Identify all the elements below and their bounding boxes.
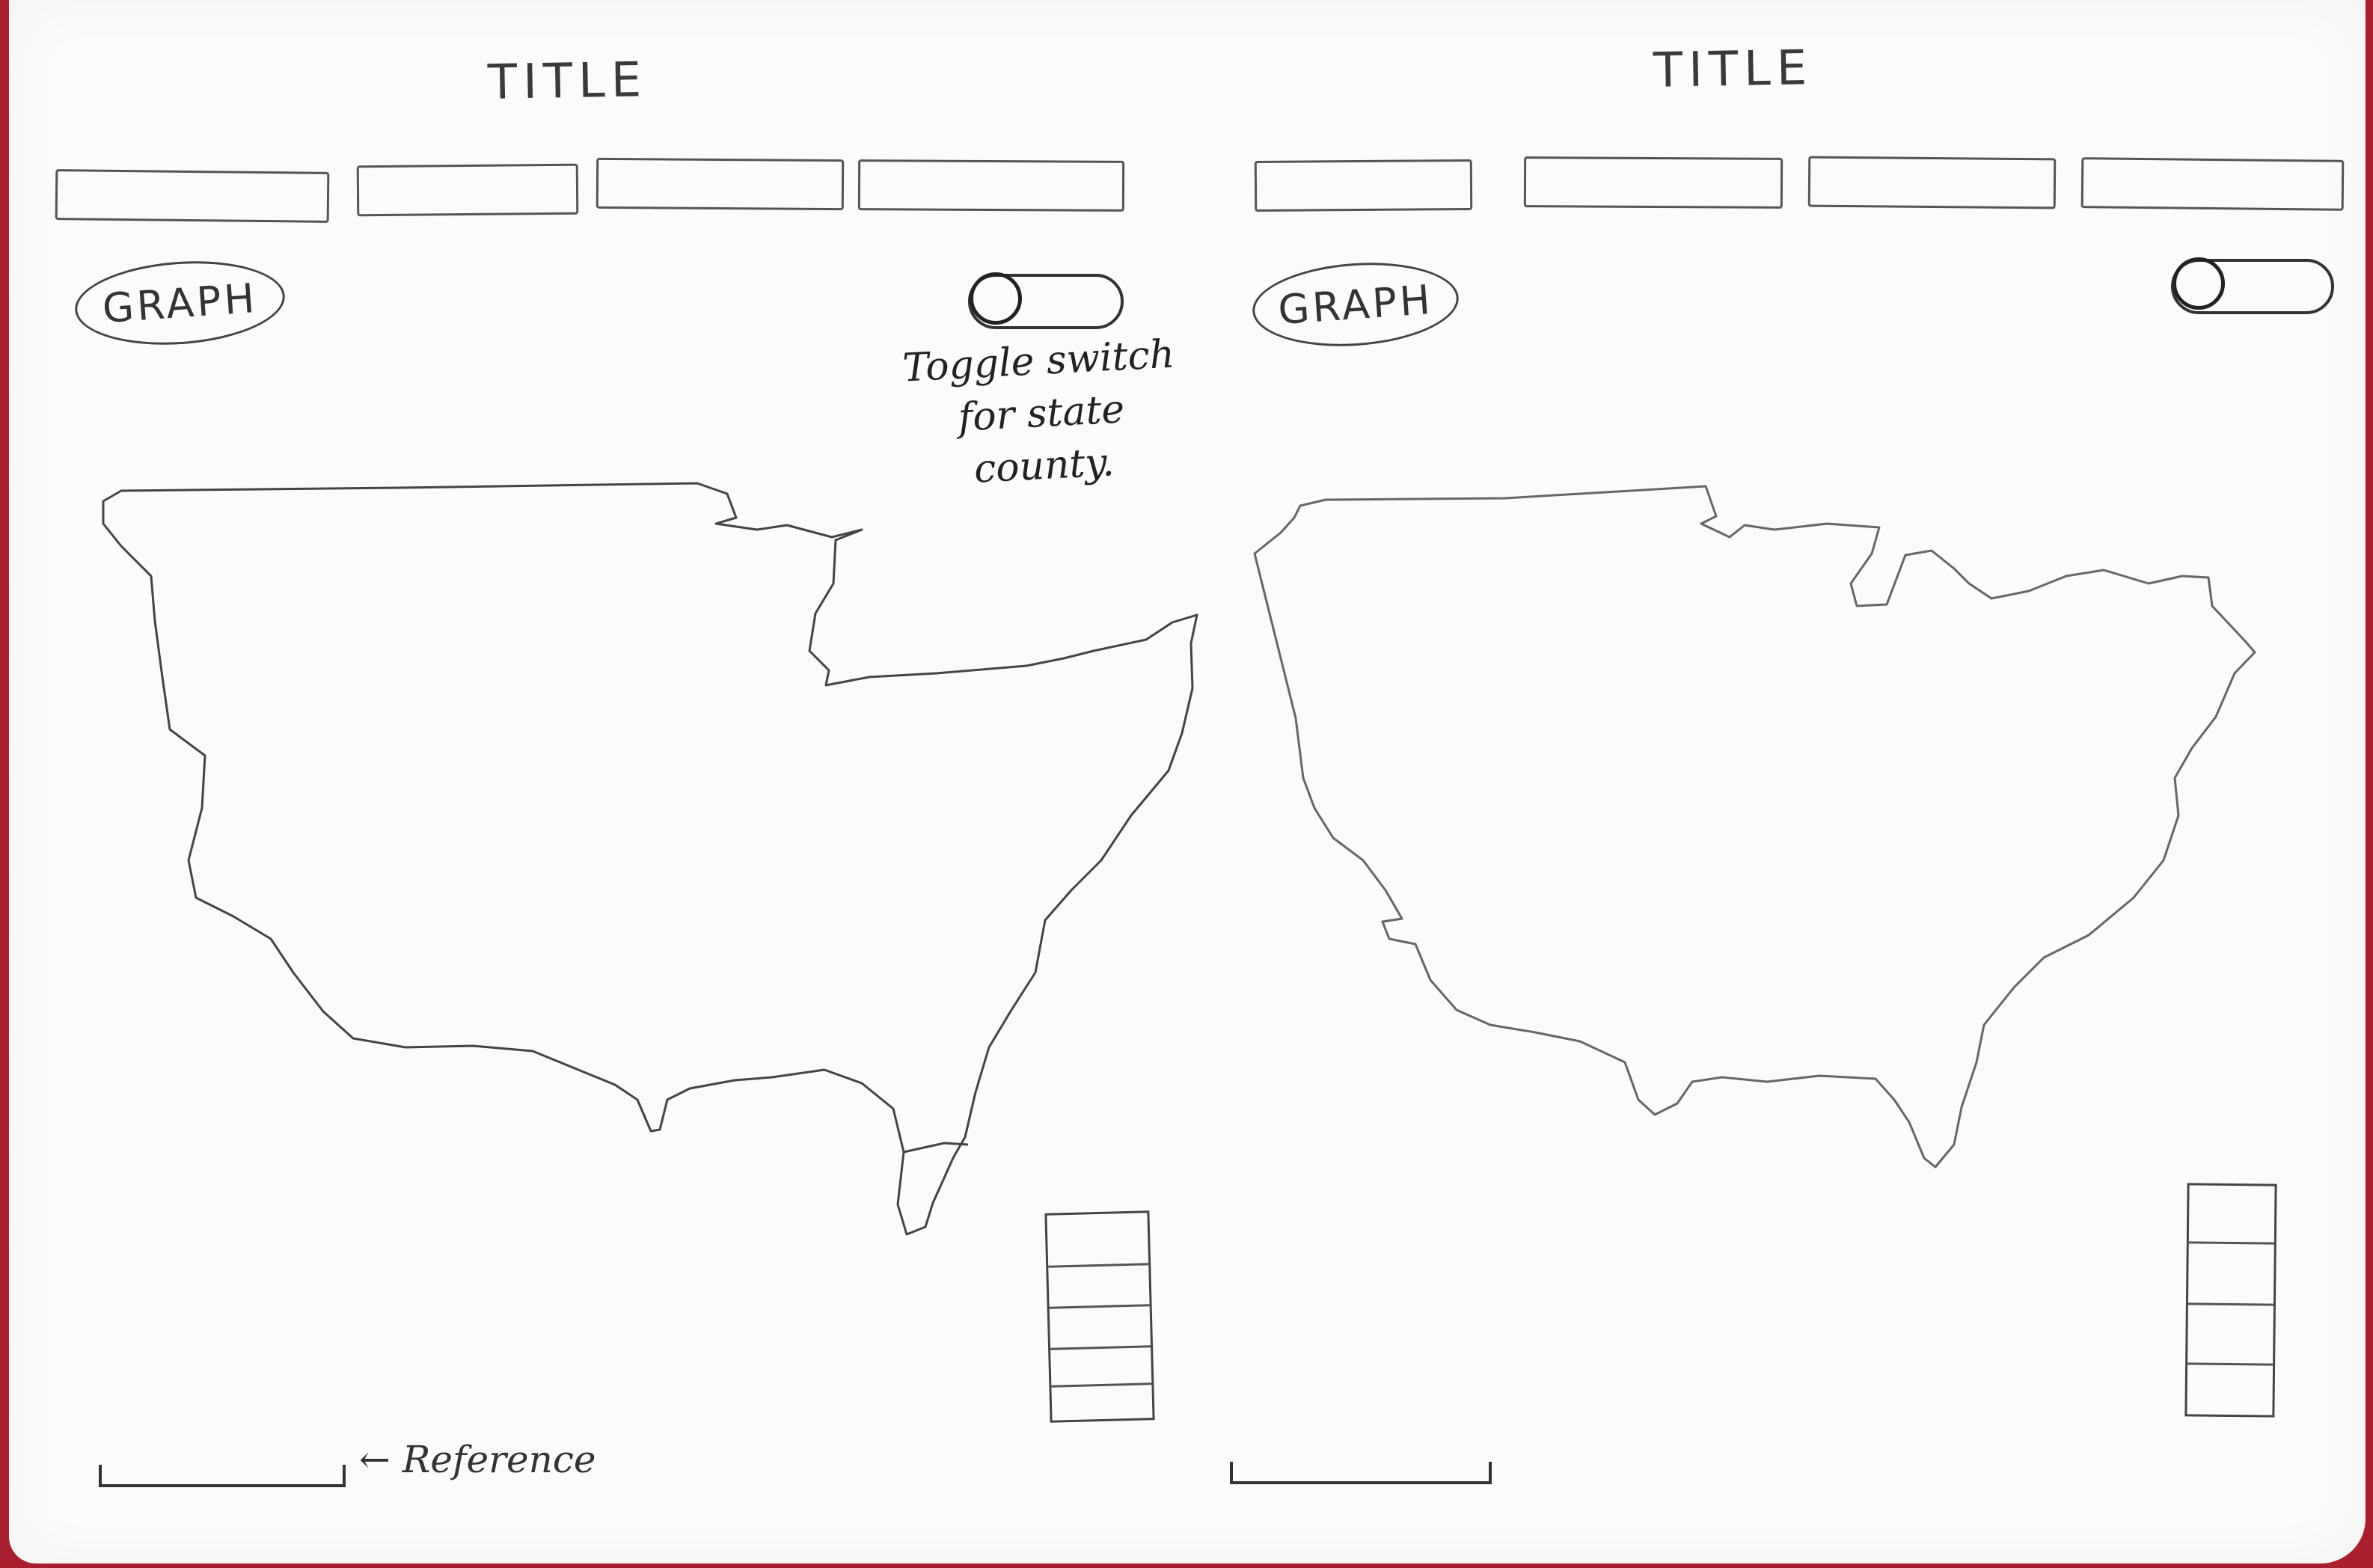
left-map-florida-detail <box>903 1142 969 1154</box>
toggle-knob <box>2173 257 2225 310</box>
left-state-county-toggle[interactable] <box>968 272 1124 329</box>
right-state-county-toggle[interactable] <box>2171 257 2334 314</box>
right-us-map[interactable] <box>1253 485 2256 1169</box>
map-layer <box>102 482 2256 1236</box>
right-reference-scale-bar <box>1230 1462 1492 1484</box>
toggle-knob <box>970 272 1022 325</box>
sketch-paper: TITLE GRAPH Toggle switch for state coun… <box>9 0 2366 1564</box>
left-reference-scale-bar <box>99 1465 346 1487</box>
reference-label: ← Reference <box>359 1438 596 1481</box>
left-us-map[interactable] <box>102 482 1198 1236</box>
